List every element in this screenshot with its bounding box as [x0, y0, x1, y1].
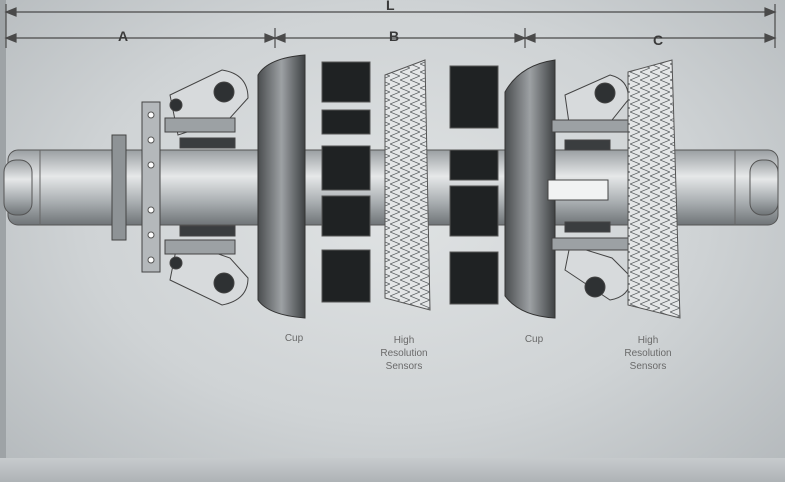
caption-left-sensors-line3: Sensors	[385, 361, 423, 372]
left-magnet-stack	[321, 61, 371, 303]
caption-left-sensors-line1: High	[393, 335, 415, 346]
caption-right-cup: Cup	[524, 334, 544, 345]
caption-left-sensors: High Resolution Sensors	[364, 334, 444, 373]
dimension-label-a: A	[118, 28, 129, 44]
caption-right-sensors-line2: Resolution	[624, 348, 672, 359]
right-high-resolution-sensors	[627, 59, 681, 319]
caption-right-sensors: High Resolution Sensors	[608, 334, 688, 373]
dimension-lines	[4, 4, 777, 48]
dimension-label-b: B	[389, 28, 400, 44]
left-cup	[257, 54, 306, 319]
monitor-bezel	[0, 458, 785, 482]
caption-right-sensors-line1: High	[637, 335, 659, 346]
monitor-edge	[0, 0, 6, 458]
caption-left-cup: Cup	[284, 333, 304, 344]
dimension-label-l: L	[386, 0, 395, 13]
left-high-resolution-sensors	[384, 59, 431, 311]
caption-right-sensors-line3: Sensors	[629, 361, 667, 372]
center-magnet-stack	[449, 65, 499, 305]
left-hub-assembly	[111, 69, 249, 306]
right-hub-assembly	[547, 74, 633, 301]
right-cup	[504, 59, 556, 319]
caption-left-sensors-line2: Resolution	[380, 348, 428, 359]
dimension-label-c: C	[653, 32, 664, 48]
